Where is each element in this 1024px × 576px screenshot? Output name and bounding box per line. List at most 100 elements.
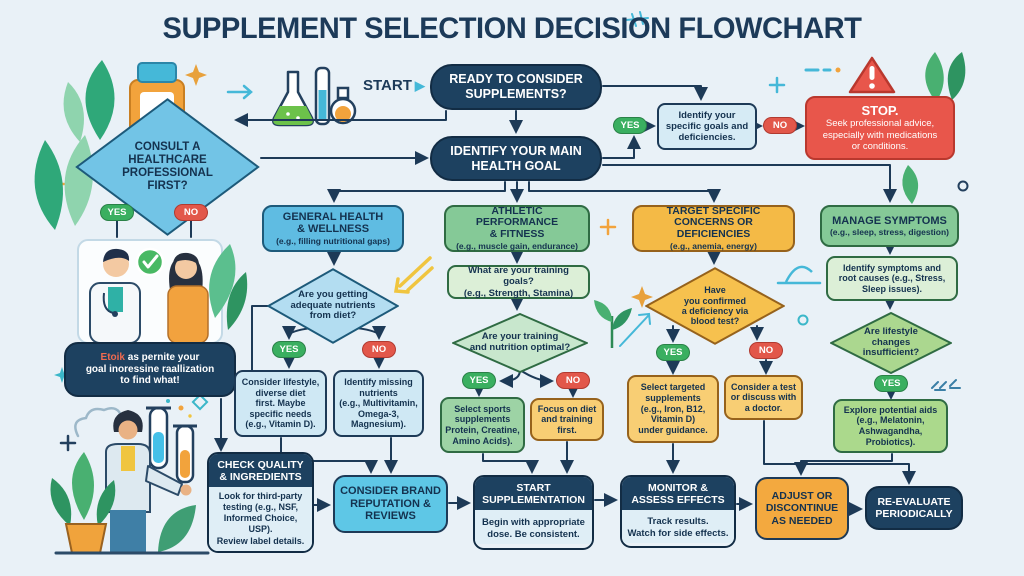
speech-rest: as pernite your goal inoressine raalliza… (85, 351, 215, 387)
check-quality-body2: Review label details. (209, 535, 312, 551)
node-branch-target: TARGET SPECIFIC CONCERNS OR DEFICIENCIES… (632, 205, 795, 252)
diamond-diet-label: Are you getting adequate nutrients from … (290, 288, 376, 322)
pill-diet-no: NO (362, 341, 396, 358)
checkmark-icon (142, 254, 159, 269)
node-branch-athletic: ATHLETIC PERFORMANCE & FITNESS (e.g., mu… (444, 205, 590, 252)
branch-target-sub: (e.g., anemia, energy) (670, 240, 757, 251)
diamond-blood-label: Have you confirmed a deficiency via bloo… (681, 285, 749, 327)
sprout-icon (594, 300, 632, 348)
circle-icon (797, 314, 809, 326)
footprints-icon (931, 379, 961, 391)
start-text: START (363, 77, 412, 94)
node-symptoms: Identify symptoms and root causes (e.g.,… (826, 256, 958, 301)
leaf-icon (63, 60, 115, 142)
node-identify-main: IDENTIFY YOUR MAIN HEALTH GOAL (430, 136, 602, 181)
diamond-lifestyle-label: Are lifestyle changes insufficient? (862, 325, 920, 359)
consider-test-label: Consider a test or discuss with a doctor… (730, 381, 797, 413)
arrow-decoration (619, 312, 651, 347)
node-adjust: ADJUST OR DISCONTINUE AS NEEDED (755, 477, 849, 540)
branch-general-sub: (e.g., filling nutritional gaps) (276, 235, 390, 246)
monitor-body: Track results. Watch for side effects. (622, 510, 734, 543)
node-identify-main-label: IDENTIFY YOUR MAIN HEALTH GOAL (450, 143, 582, 173)
symptoms-label: Identify symptoms and root causes (e.g.,… (838, 262, 946, 294)
branch-manage-title: MANAGE SYMPTOMS (832, 214, 947, 227)
node-focus-diet: Focus on diet and training first. (530, 398, 604, 441)
sparkle-icon (625, 11, 649, 27)
branch-general-title: GENERAL HEALTH & WELLNESS (282, 211, 384, 236)
sparkle-icon (185, 64, 207, 86)
adjust-label: ADJUST OR DISCONTINUE AS NEEDED (765, 489, 839, 527)
reevaluate-label: RE-EVALUATE PERIODICALLY (875, 495, 953, 520)
arrow-decoration (226, 84, 253, 100)
training-goals-label: What are your training goals? (e.g., Str… (463, 265, 574, 299)
check-quality-header: CHECK QUALITY & INGREDIENTS (209, 454, 312, 488)
node-lifestyle-first: Consider lifestyle, diverse diet first. … (234, 370, 327, 437)
sparkle-icon (631, 286, 653, 308)
branch-athletic-title: ATHLETIC PERFORMANCE & FITNESS (475, 204, 559, 241)
pill-training-yes: YES (462, 372, 496, 389)
doctor-patient-illustration (34, 135, 248, 344)
pill-goals-no: NO (763, 117, 797, 134)
leaf-icon (902, 52, 966, 204)
start-supp-header: START SUPPLEMENTATION (475, 477, 592, 511)
pill-diet-yes: YES (272, 341, 306, 358)
sports-supplements-label: Select sports supplements Protein, Creat… (445, 403, 520, 446)
circle-icon (957, 180, 969, 192)
pill-training-no: NO (556, 372, 590, 389)
plus-icon (599, 218, 617, 236)
node-ready-label: READY TO CONSIDER SUPPLEMENTS? (449, 72, 583, 101)
node-brand: CONSIDER BRAND REPUTATION & REVIEWS (333, 475, 448, 533)
brand-label: CONSIDER BRAND REPUTATION & REVIEWS (340, 484, 441, 523)
node-start-supplementation: START SUPPLEMENTATION Begin with appropr… (473, 475, 594, 550)
branch-target-title: TARGET SPECIFIC CONCERNS OR DEFICIENCIES (666, 204, 761, 241)
pill-goals-yes: YES (613, 117, 647, 134)
node-sports-supplements: Select sports supplements Protein, Creat… (440, 397, 525, 453)
consult-diamond-label: CONSULT A HEALTHCARE PROFESSIONAL FIRST? (122, 140, 213, 193)
node-branch-general: GENERAL HEALTH & WELLNESS (e.g., filling… (262, 205, 404, 252)
node-reevaluate: RE-EVALUATE PERIODICALLY (865, 486, 963, 530)
speech-lead: Etoik (100, 351, 125, 363)
targeted-supplements-label: Select targeted supplements (e.g., Iron,… (638, 382, 708, 435)
explore-aids-label: Explore potential aids (e.g., Melatonin,… (843, 404, 938, 447)
start-supp-body: Begin with appropriate dose. Be consiste… (475, 510, 592, 544)
diamond-sparkle-icon (191, 393, 209, 411)
node-monitor: MONITOR & ASSESS EFFECTS Track results. … (620, 475, 736, 548)
lifestyle-first-label: Consider lifestyle, diverse diet first. … (241, 376, 320, 430)
diamond-lifestyle: Are lifestyle changes insufficient? (830, 312, 952, 374)
diamond-blood: Have you confirmed a deficiency via bloo… (645, 267, 785, 345)
dot-icon (835, 67, 841, 73)
start-label: START▶ (363, 77, 425, 94)
stop-title: STOP. (861, 103, 899, 119)
node-consider-test: Consider a test or discuss with a doctor… (724, 375, 803, 420)
node-consult-diamond: CONSULT A HEALTHCARE PROFESSIONAL FIRST? (75, 97, 260, 237)
play-icon: ▶ (414, 78, 425, 93)
monitor-header: MONITOR & ASSESS EFFECTS (622, 477, 734, 511)
node-ready: READY TO CONSIDER SUPPLEMENTS? (430, 64, 602, 110)
node-identify-goals: Identify your specific goals and deficie… (657, 103, 757, 150)
branch-manage-sub: (e.g., sleep, stress, digestion) (829, 226, 950, 237)
node-speech: Etoik as pernite your goal inoressine ra… (64, 342, 236, 397)
test-tube-icons (146, 392, 197, 484)
speech-text: Etoik as pernite your goal inoressine ra… (86, 352, 214, 387)
node-identify-goals-label: Identify your specific goals and deficie… (665, 109, 749, 144)
pill-blood-no: NO (749, 342, 783, 359)
warning-triangle-icon (848, 56, 896, 94)
node-stop: STOP. Seek professional advice, especial… (805, 96, 955, 160)
missing-nutrients-label: Identify missing nutrients (e.g., Multiv… (339, 376, 418, 430)
focus-diet-label: Focus on diet and training first. (537, 403, 597, 435)
pill-consult-yes: YES (100, 204, 134, 221)
sparkle-icon (54, 367, 70, 383)
node-missing-nutrients: Identify missing nutrients (e.g., Multiv… (333, 370, 424, 437)
check-quality-body: Look for third-party testing (e.g., NSF,… (209, 487, 312, 536)
diamond-diet: Are you getting adequate nutrients from … (267, 268, 399, 344)
node-targeted-supplements: Select targeted supplements (e.g., Iron,… (627, 375, 719, 443)
stop-body: Seek professional advice, especially wit… (822, 118, 938, 153)
pill-consult-no: NO (174, 204, 208, 221)
diamond-training: Are your training and nutrition optimal? (452, 313, 588, 373)
node-explore-aids: Explore potential aids (e.g., Melatonin,… (833, 399, 948, 453)
node-branch-manage: MANAGE SYMPTOMS (e.g., sleep, stress, di… (820, 205, 959, 247)
diamond-training-label: Are your training and nutrition optimal? (469, 331, 571, 353)
pill-blood-yes: YES (656, 344, 690, 361)
